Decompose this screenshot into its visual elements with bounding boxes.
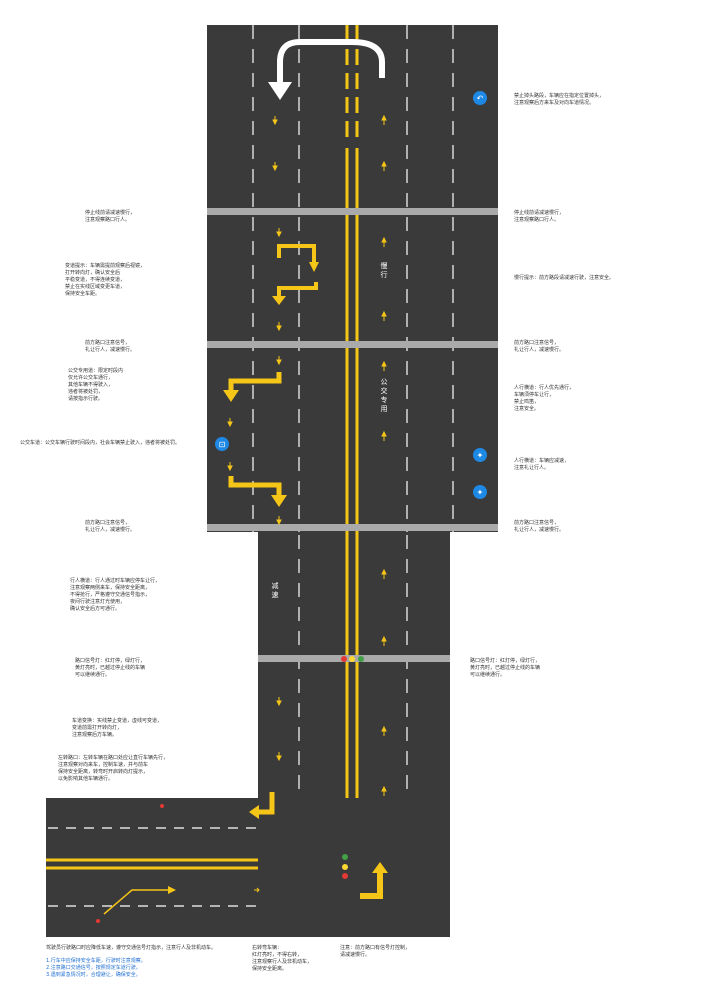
arrow-down-6 bbox=[227, 462, 233, 472]
branch-arrow-head bbox=[168, 886, 176, 894]
road-text-bus-lane: 公交专用 bbox=[380, 378, 388, 414]
arrow-down-4 bbox=[276, 356, 282, 366]
arrow-up-8 bbox=[381, 725, 387, 736]
left-turn-arrow-head bbox=[249, 805, 259, 819]
traffic-light-upper-0 bbox=[341, 656, 347, 662]
left-turn-arrow bbox=[257, 792, 275, 815]
stop-line-1 bbox=[207, 341, 498, 348]
pedestrian-sign-icon-2-bg bbox=[473, 485, 487, 499]
note-slow-zone: 慢行提示：前方路段请减速行驶，注意安全。 bbox=[514, 275, 615, 281]
note-signal-left: 路口信号灯：红灯停，绿灯行， 黄灯亮时，已越过停止线的车辆 可以继续通行。 bbox=[75, 658, 146, 678]
pedestrian-sign-icon-2-glyph: ✦ bbox=[477, 488, 484, 497]
bus-sign-icon: ⊡ bbox=[215, 437, 229, 451]
arrow-up-9 bbox=[381, 785, 387, 796]
stop-line-2 bbox=[207, 524, 498, 531]
traffic-light-lower-2 bbox=[342, 873, 348, 879]
note-bus-lane-left: 公交专用道：限定时段内 仅允许公交车通行， 其他车辆不得驶入， 违者将被处罚， … bbox=[68, 368, 124, 402]
arrow-down-3 bbox=[276, 322, 282, 332]
arrow-up-1 bbox=[381, 160, 387, 171]
note-bottom-main: 驾驶员行驶路口时应降低车速，遵守交通信号灯指示，注意行人及非机动车。 bbox=[46, 945, 217, 951]
signal-marker-branch-top bbox=[160, 804, 164, 808]
lanechange-arrow-3 bbox=[228, 372, 282, 392]
traffic-light-lower-0 bbox=[342, 854, 348, 860]
stop-line-0 bbox=[207, 208, 498, 215]
note-crosswalk-right-2: 人行横道：车辆应减速， 注意礼让行人。 bbox=[514, 458, 570, 471]
note-signal-right: 路口信号灯：红灯停，绿灯行， 黄灯亮时，已越过停止线的车辆 可以继续通行。 bbox=[470, 658, 541, 678]
u-turn-sign-icon-glyph: ↶ bbox=[476, 94, 484, 103]
note-stop-line-right-1: 停止线前请减速慢行， 注意观察路口行人。 bbox=[514, 210, 565, 223]
signal-marker-branch-bottom bbox=[96, 919, 100, 923]
note-stop-line-right-2: 前方路口注意信号， 礼让行人，减速慢行。 bbox=[514, 340, 565, 353]
note-left-turn: 左转路口：左转车辆在路口处应让直行车辆先行， 注意观察对向来车，控制车速，并与前… bbox=[58, 755, 169, 782]
road-lower-section bbox=[258, 532, 450, 937]
lanechange-arrow-1 bbox=[277, 244, 316, 265]
lanechange-arrow-2-head bbox=[272, 296, 286, 305]
arrow-up-4 bbox=[381, 360, 387, 371]
u-turn-sign-icon-bg bbox=[473, 91, 487, 105]
right-turn-arrow bbox=[360, 872, 383, 899]
lanechange-arrow-4-head bbox=[271, 495, 287, 507]
arrow-down-1 bbox=[272, 162, 278, 172]
branch-arrow-small bbox=[254, 887, 260, 893]
arrow-down-7 bbox=[276, 516, 282, 526]
lanechange-arrow-3-head bbox=[223, 390, 239, 402]
note-crosswalk-right: 人行横道：行人优先通行， 车辆须停车让行， 禁止鸣笛， 注意安全。 bbox=[514, 385, 575, 412]
traffic-light-upper-2 bbox=[358, 656, 364, 662]
uturn-arrow-head bbox=[268, 82, 292, 100]
u-turn-sign-icon: ↶ bbox=[473, 91, 487, 105]
arrow-up-5 bbox=[381, 430, 387, 441]
arrow-up-0 bbox=[381, 114, 387, 125]
note-crosswalk-left: 行人横道：行人通过时车辆应停车让行， 注意观察两侧来车，保持安全距离， 不得抢行… bbox=[70, 578, 161, 612]
lanechange-arrow-2 bbox=[277, 282, 318, 298]
arrow-down-9 bbox=[276, 752, 282, 762]
traffic-light-lower-1 bbox=[342, 864, 348, 870]
branch-arrow bbox=[103, 889, 170, 915]
pedestrian-sign-icon: ✦ bbox=[473, 448, 487, 462]
note-signal-control: 注意：前方路口有信号灯控制， 请减速慢行。 bbox=[340, 945, 411, 958]
road-upper-section bbox=[207, 25, 498, 532]
arrow-up-7 bbox=[381, 635, 387, 646]
right-turn-arrow-head bbox=[372, 862, 388, 873]
note-bus-lane-center: 公交车道：公交车辆行驶时间段内，社会车辆禁止驶入，违者将被处罚。 bbox=[20, 440, 181, 446]
note-uturn-zone: 禁止掉头路段，车辆应在指定位置掉头， 注意观察后方来车及对向车道情况。 bbox=[514, 93, 605, 106]
arrow-up-3 bbox=[381, 310, 387, 321]
arrow-down-8 bbox=[276, 697, 282, 707]
lanechange-arrow-1-head bbox=[309, 262, 319, 272]
arrow-down-2 bbox=[276, 228, 282, 238]
note-stop-line-left-3: 前方路口注意信号， 礼让行人，减速慢行。 bbox=[85, 520, 136, 533]
road-text-warning: 减速 bbox=[271, 581, 279, 600]
note-right-turn: 右转弯车辆： 红灯亮时，不得右转， 注意观察行人及非机动车， 保持安全距离。 bbox=[252, 945, 313, 972]
arrow-up-6 bbox=[381, 568, 387, 579]
note-stop-line-left-2: 前方路口注意信号， 礼让行人，减速慢行。 bbox=[85, 340, 136, 353]
note-lane-change: 变道提示：车辆需提前观察后视镜， 打开转向灯，确认安全后 平稳变道，不得连续变道… bbox=[65, 263, 146, 297]
bus-sign-icon-glyph: ⊡ bbox=[219, 440, 226, 449]
note-stop-line-right-3: 前方路口注意信号， 礼让行人，减速慢行。 bbox=[514, 520, 565, 533]
lanechange-arrow-4 bbox=[228, 476, 282, 497]
arrow-up-2 bbox=[381, 236, 387, 247]
arrow-down-5 bbox=[227, 418, 233, 428]
note-lane-change-2: 车道变换：实线禁止变道，虚线可变道， 变道前需打开转向灯， 注意观察后方车辆。 bbox=[72, 718, 163, 738]
pedestrian-sign-icon-glyph: ✦ bbox=[477, 451, 484, 460]
road-text-slow: 慢行 bbox=[380, 261, 388, 280]
traffic-light-upper-1 bbox=[349, 656, 355, 662]
note-stop-line-left-1: 停止线前请减速慢行， 注意观察路口行人。 bbox=[85, 210, 136, 223]
uturn-arrow-path bbox=[277, 39, 385, 82]
note-bottom-tips: 1.行车中应保持安全车距，行驶时注意观察。 2.注意路口交通信号，按照规定车道行… bbox=[46, 958, 146, 978]
pedestrian-sign-icon-2: ✦ bbox=[473, 485, 487, 499]
bus-sign-icon-bg bbox=[215, 437, 229, 451]
pedestrian-sign-icon-bg bbox=[473, 448, 487, 462]
arrow-down-0 bbox=[272, 116, 278, 126]
